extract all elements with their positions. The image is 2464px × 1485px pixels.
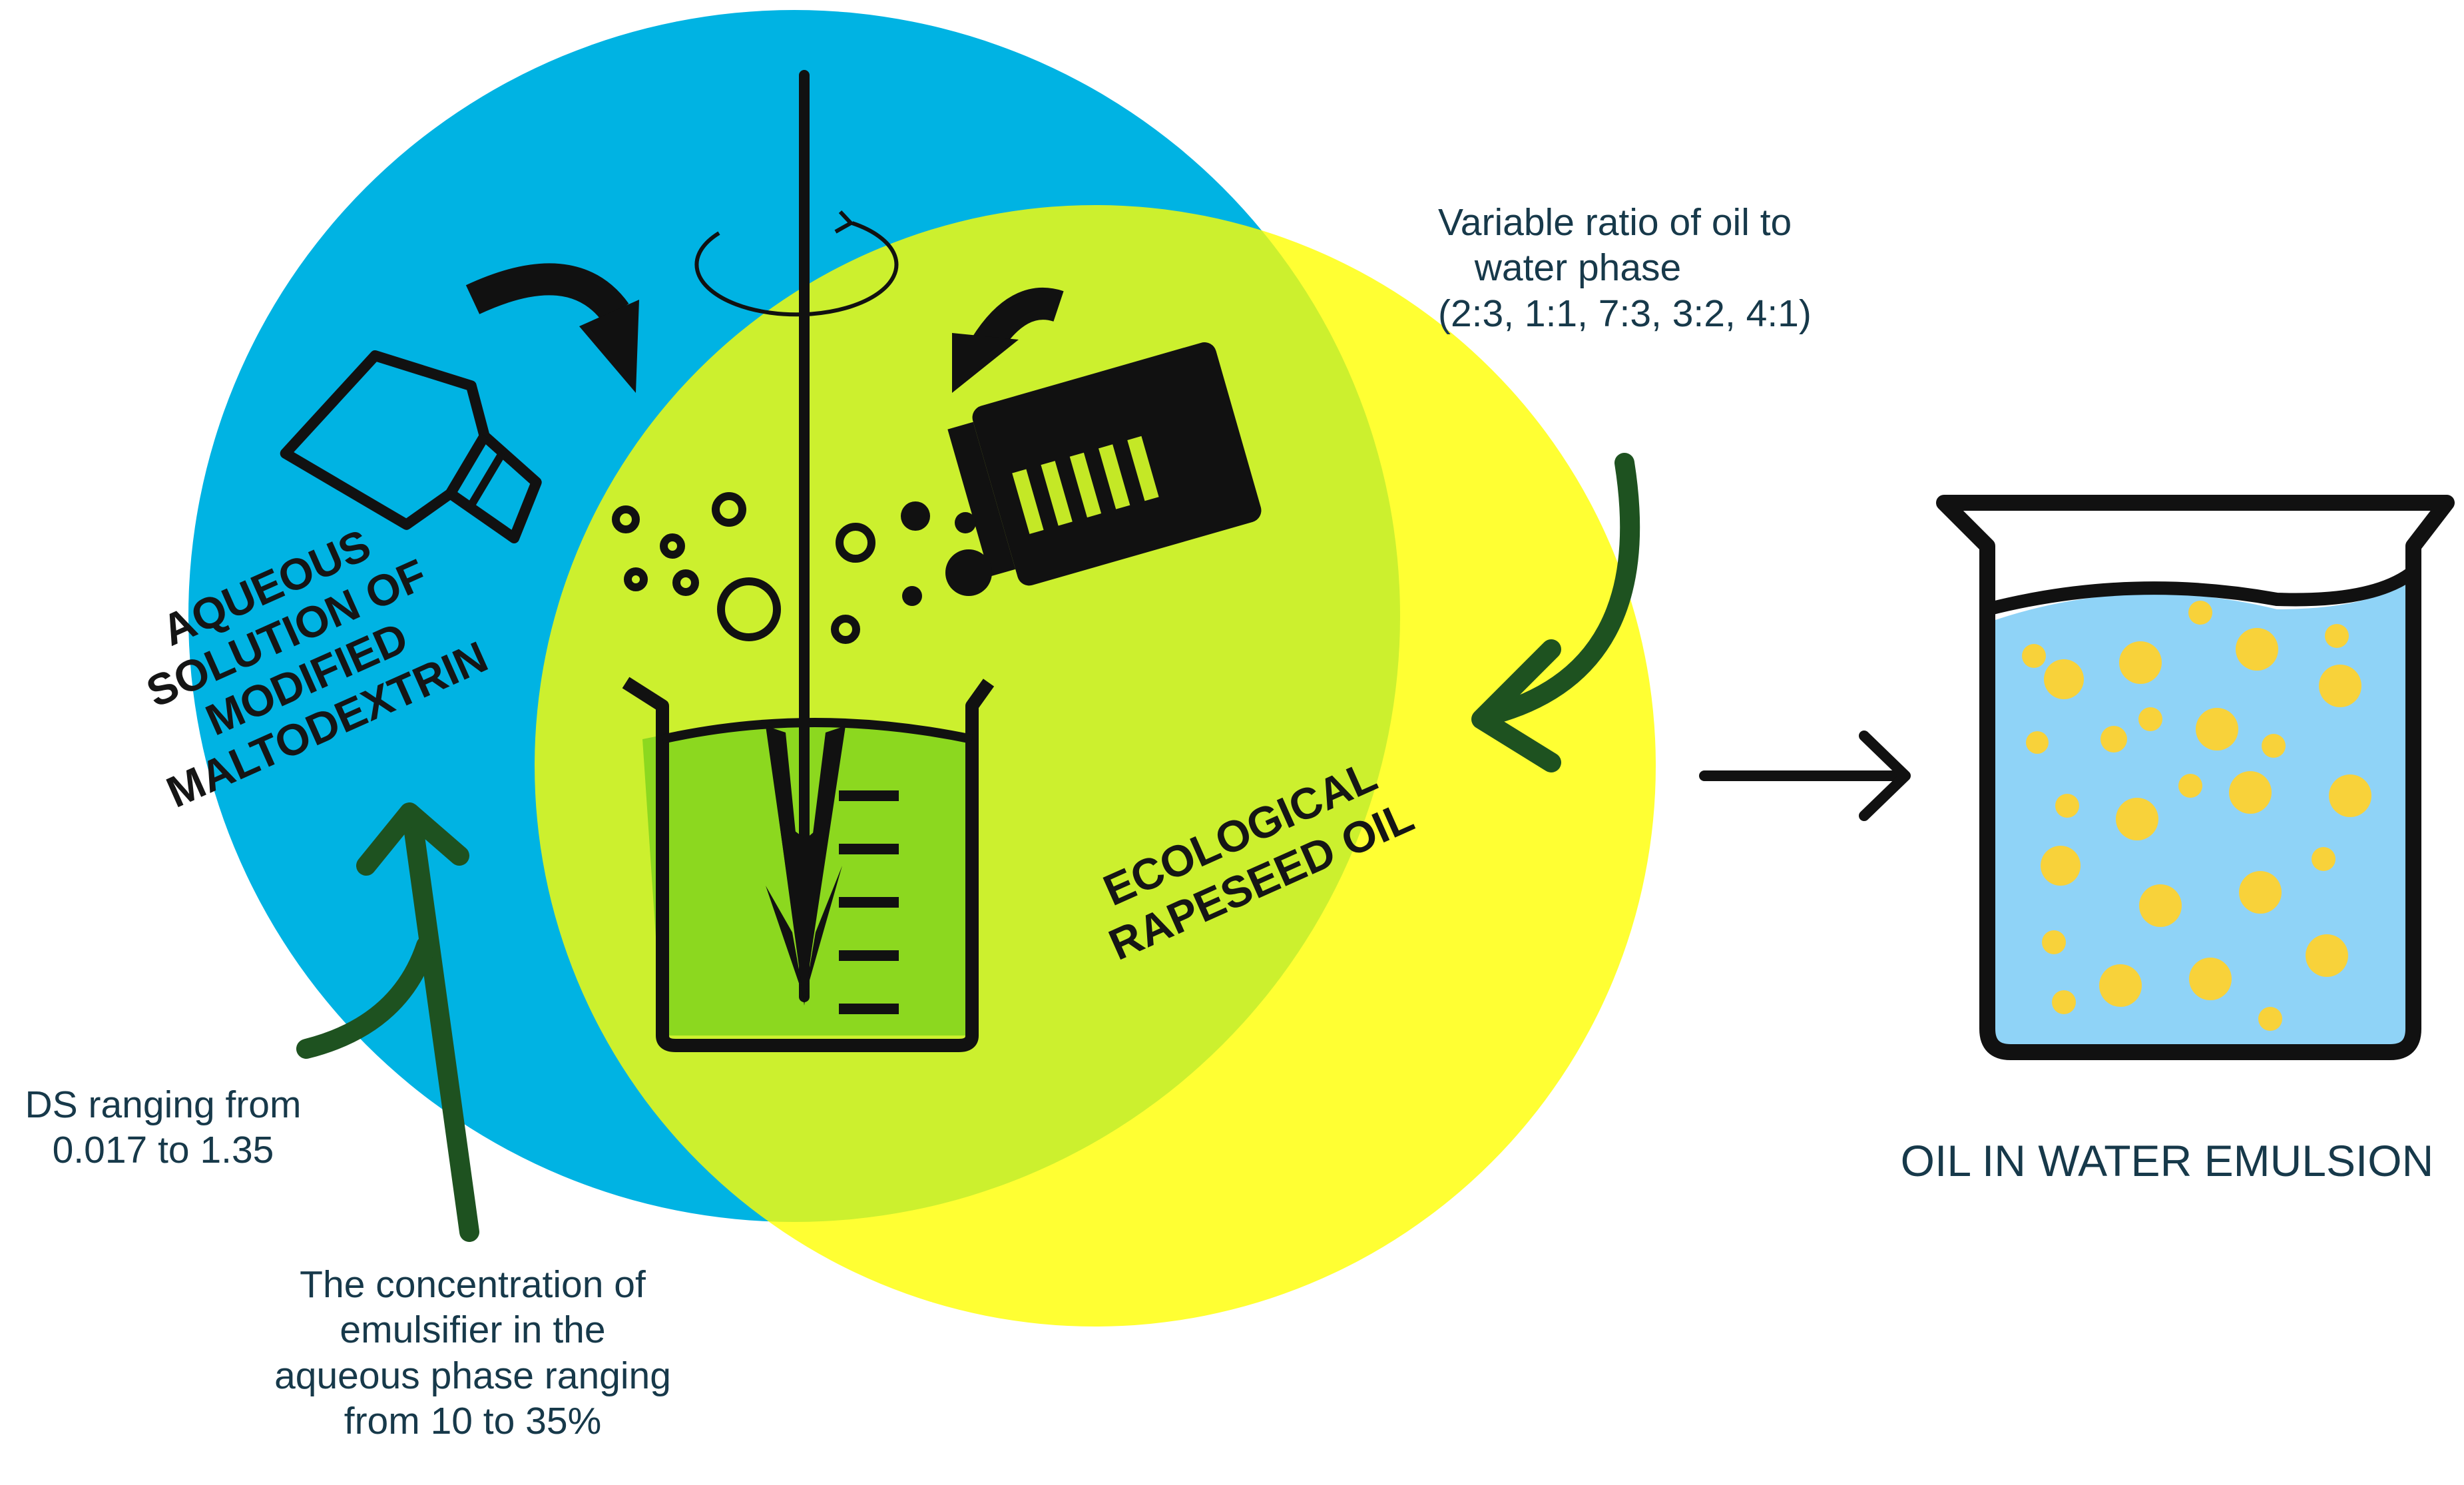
- oil-droplet: [2138, 707, 2162, 731]
- oil-droplet: [2188, 601, 2212, 625]
- bubble: [831, 615, 860, 644]
- bubble: [717, 577, 781, 641]
- oil-droplet: [2229, 771, 2272, 814]
- oil-droplet: [2178, 774, 2202, 798]
- oil-droplet: [2119, 641, 2162, 684]
- ratio-note-line: Variable ratio of oil to: [1438, 201, 1792, 244]
- emulsion-droplets: [2022, 601, 2371, 1031]
- oil-drop: [901, 501, 930, 531]
- bubbles-group: [612, 492, 875, 644]
- ds-range-note: DS ranging from 0.017 to 1.35: [7, 1082, 320, 1173]
- concentration-note-line: emulsifier in the: [340, 1309, 606, 1352]
- ds-note-line: DS ranging from: [25, 1083, 302, 1126]
- oil-droplet: [2022, 644, 2046, 668]
- oil-drops-group: [901, 501, 992, 606]
- oil-droplet: [2116, 798, 2158, 840]
- stirrer-rotation-icon: [694, 210, 899, 317]
- stirring-rod-icon: [766, 70, 846, 1006]
- oil-droplet: [2099, 964, 2142, 1007]
- oil-droplet: [2239, 871, 2282, 914]
- oil-droplet: [2262, 734, 2286, 758]
- oil-container-pouring-icon: [947, 342, 1262, 586]
- oil-water-ratio-note: Variable ratio of oil to water phase (2:…: [1438, 200, 1812, 336]
- oil-drop: [945, 549, 992, 596]
- oil-droplet: [2100, 726, 2127, 752]
- ratio-annotation-arrow: [1471, 453, 1640, 772]
- flask-pour-arrow-icon: [465, 263, 639, 393]
- oil-droplet: [2319, 665, 2361, 707]
- bubble: [612, 505, 640, 533]
- oil-drop: [955, 512, 976, 533]
- bubble: [712, 492, 746, 527]
- oil-droplet: [2042, 930, 2066, 954]
- oil-droplet: [2044, 659, 2084, 699]
- oil-droplet: [2055, 794, 2079, 818]
- oil-droplet: [2258, 1007, 2282, 1031]
- concentration-note-line: from 10 to 35%: [344, 1400, 602, 1443]
- aqueous-phase-label: AQUEOUS SOLUTION OF MODIFIED MALTODEXTRI…: [139, 519, 495, 816]
- oil-droplet: [2041, 846, 2081, 886]
- oil-droplet: [2189, 958, 2232, 1000]
- ds-annotation-arrow: [296, 936, 436, 1059]
- concentration-note-line: The concentration of: [300, 1263, 646, 1306]
- oil-droplet: [2325, 624, 2349, 648]
- concentration-annotation-arrow: [356, 802, 479, 1242]
- bubble: [836, 523, 875, 563]
- ratio-note-line: (2:3, 1:1, 7:3, 3:2, 4:1): [1438, 292, 1812, 335]
- flask-pouring-icon: [280, 350, 542, 543]
- oil-droplet: [2026, 731, 2049, 754]
- bubble: [672, 569, 699, 596]
- emulsion-beaker-icon: [1936, 495, 2455, 1060]
- oil-droplet: [2306, 934, 2348, 977]
- oil-droplet: [2329, 774, 2371, 817]
- oil-droplet: [2236, 628, 2278, 671]
- emulsifier-concentration-note: The concentration of emulsifier in the a…: [246, 1262, 699, 1444]
- oil-drop: [902, 586, 922, 606]
- concentration-note-line: aqueous phase ranging: [274, 1354, 671, 1397]
- ratio-note-line: water phase: [1474, 246, 1682, 290]
- oil-droplet: [2139, 884, 2182, 927]
- bubble: [660, 533, 685, 559]
- emulsion-result-label: OIL IN WATER EMULSION: [1900, 1136, 2434, 1185]
- oil-droplet: [2052, 990, 2076, 1014]
- oil-droplet: [2312, 847, 2336, 871]
- bubble: [624, 567, 648, 591]
- process-arrow-icon: [1699, 731, 1911, 821]
- oil-droplet: [2196, 708, 2238, 750]
- ds-note-line: 0.017 to 1.35: [52, 1129, 274, 1172]
- oil-pour-arrow-icon: [952, 288, 1064, 393]
